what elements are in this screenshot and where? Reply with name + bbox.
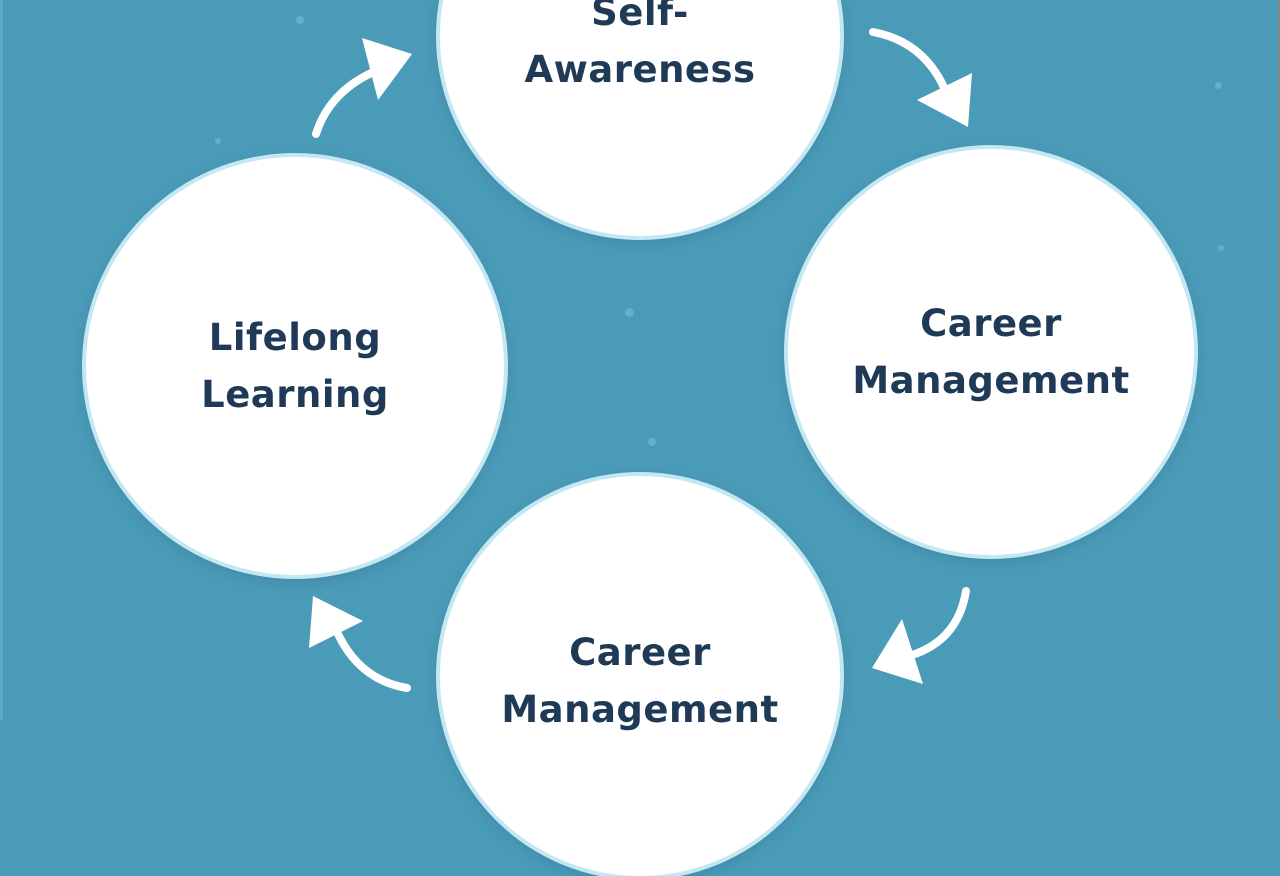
background-particle: [648, 438, 656, 446]
background-particle: [296, 16, 304, 24]
background-particle: [1215, 82, 1222, 89]
curved-arrow-down-left-icon: [872, 587, 970, 684]
node-career-management-right: Career Management: [788, 149, 1194, 555]
node-lifelong-learning: Lifelong Learning: [86, 157, 504, 575]
node-label: Self- Awareness: [524, 0, 756, 91]
node-label: Career Management: [501, 631, 779, 731]
left-edge-strip: [0, 0, 3, 720]
background-particle: [215, 138, 221, 144]
node-label: Lifelong Learning: [201, 316, 389, 416]
curved-arrow-up-right-icon: [312, 38, 412, 138]
curved-arrow-down-right-icon: [869, 28, 972, 127]
node-label: Career Management: [852, 302, 1130, 402]
background-particle: [1218, 245, 1224, 251]
curved-arrow-up-left-icon: [309, 596, 411, 692]
right-edge-strip: [1278, 0, 1280, 720]
node-self-awareness: Self- Awareness: [440, 0, 840, 236]
node-career-management-bottom: Career Management: [440, 476, 840, 876]
cycle-diagram: Self- Awareness Career Management Career…: [86, 0, 1224, 876]
background-particle: [625, 308, 634, 317]
